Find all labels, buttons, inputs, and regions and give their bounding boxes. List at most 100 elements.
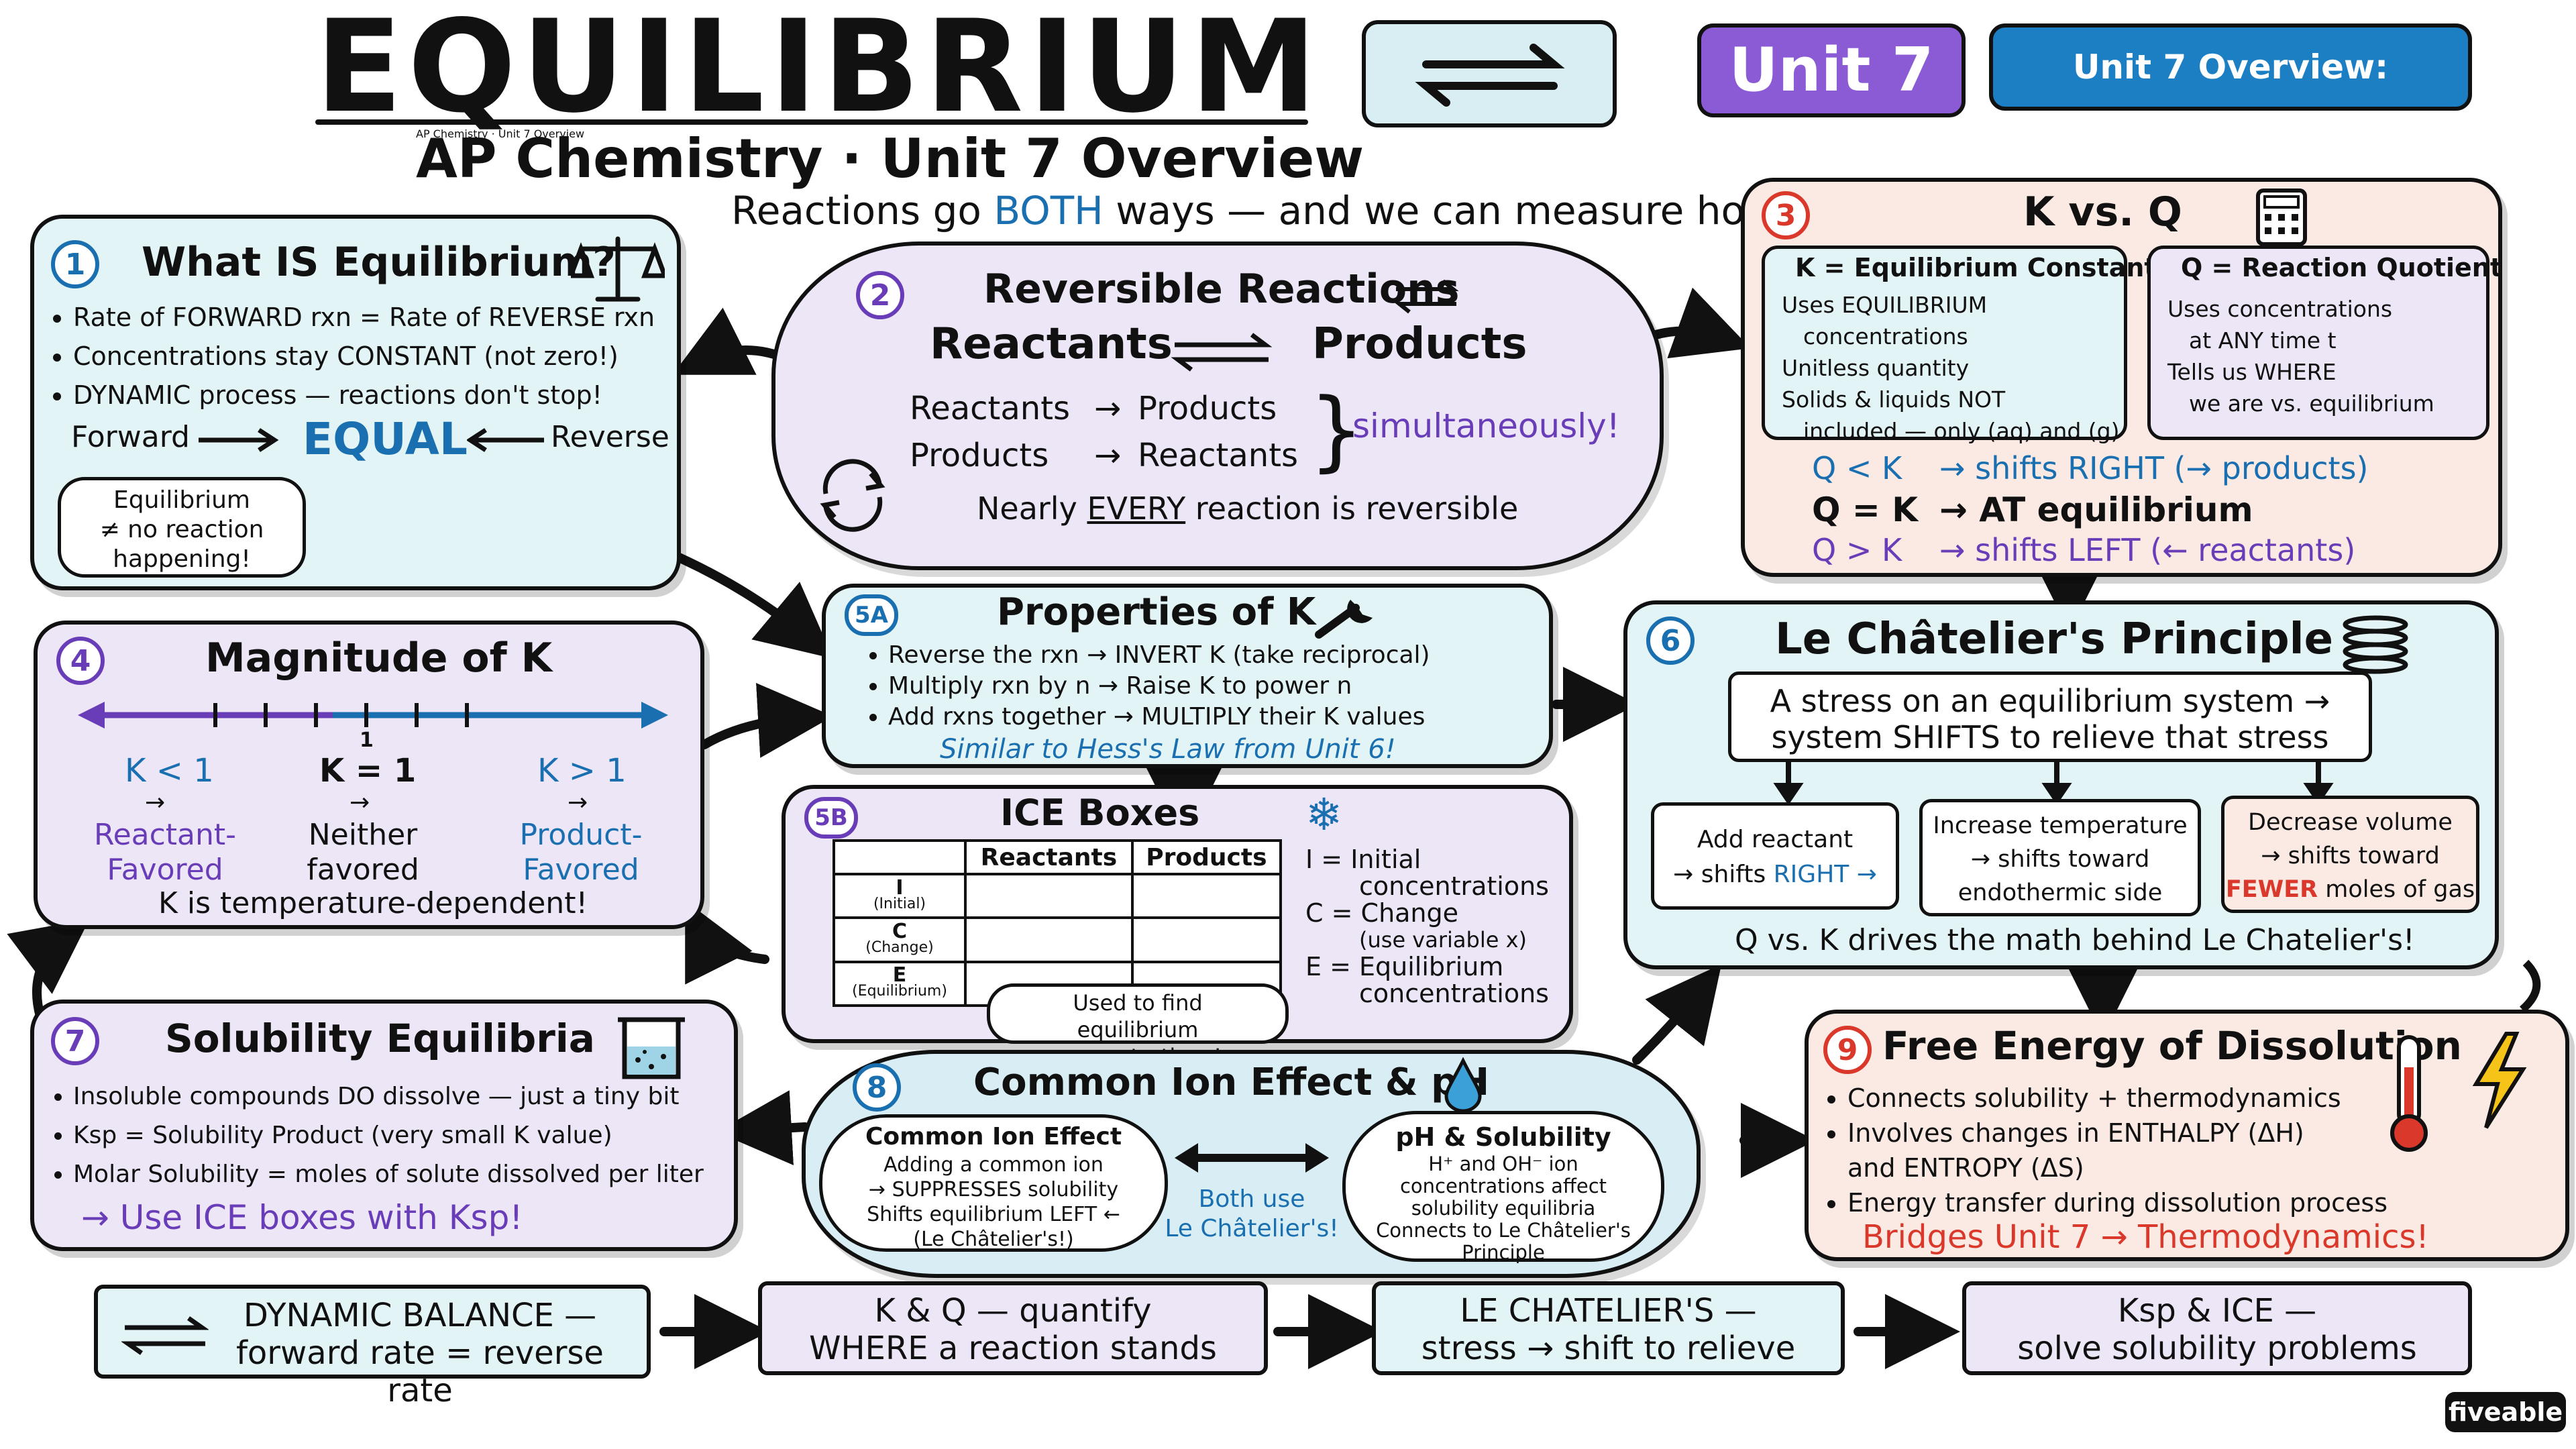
scale-icon	[571, 236, 665, 302]
bubble-line: Used to find	[1073, 990, 1203, 1016]
tagline: Reactions go BOTH ways — and we can meas…	[731, 188, 1851, 233]
stress-line: A stress on an equilibrium system →	[1770, 683, 2330, 719]
equilibrium-arrows-icon	[1415, 44, 1565, 107]
cycle-icon	[820, 459, 885, 532]
section-solubility-equilibria: 7 Solubility Equilibria Insoluble compou…	[30, 1000, 738, 1251]
note-post: reaction is reversible	[1195, 490, 1519, 527]
section-properties-of-k: 5A Properties of K Reverse the rxn → INV…	[822, 584, 1553, 768]
row-sublabel: (Initial)	[873, 895, 926, 912]
note-line: Both use	[1198, 1185, 1305, 1213]
rule-rhs: → shifts RIGHT (→ products)	[1939, 450, 2369, 486]
k-bullet: included — only (aq) and (g)	[1803, 418, 2120, 444]
k-bullet: Solids & liquids NOT	[1782, 386, 2006, 413]
footer-line: forward rate = reverse rate	[236, 1334, 604, 1409]
equal-label: EQUAL	[303, 413, 468, 465]
section-title: Magnitude of K	[205, 635, 553, 682]
product-favored: Product-Favored	[500, 818, 661, 888]
ice-speech-bubble: Used to find equilibrium concentrations!	[987, 983, 1289, 1069]
section-number: 9	[1823, 1026, 1872, 1074]
unit-badge: Unit 7	[1697, 23, 1966, 117]
legend-line: I = Initial	[1305, 845, 1421, 874]
arrow-4-to-5a	[700, 682, 833, 758]
desc-line: Neither	[308, 818, 418, 852]
tagline-post: ways — and we can measure how far.	[1116, 188, 1851, 233]
k-title: K = Equilibrium Constant	[1795, 253, 2157, 282]
footer-line: Ksp & ICE —	[2117, 1292, 2317, 1330]
section-number: 6	[1646, 616, 1695, 665]
case-line: endothermic side	[1957, 879, 2163, 906]
equilibrium-arrows-badge	[1362, 20, 1617, 127]
reverse-label: Reverse	[551, 420, 669, 454]
forward-products: Products	[1138, 390, 1277, 427]
section-number: 8	[853, 1063, 901, 1112]
desc-line: Reactant-	[93, 818, 237, 852]
bubble-line: Shifts equilibrium LEFT ←	[867, 1203, 1120, 1226]
k-definition-box: K = Equilibrium Constant Uses EQUILIBRIU…	[1762, 246, 2157, 444]
row-sublabel: (Equilibrium)	[852, 983, 947, 1000]
reversible-arrows-icon	[1393, 279, 1459, 314]
bullet: DYNAMIC process — reactions don't stop!	[73, 376, 655, 415]
section-reversible-reactions: 2 Reversible Reactions Reactants Product…	[771, 241, 1664, 570]
k-greater-than-one: K > 1	[537, 752, 627, 790]
k-equals-one: K = 1	[319, 752, 417, 790]
legend-line: concentrations	[1359, 871, 1549, 901]
bullet: Multiply rxn by n → Raise K to power n	[888, 671, 1430, 702]
case-line: → shifts	[1673, 861, 1766, 888]
footer-line: solve solubility problems	[2017, 1330, 2417, 1367]
hess-law-note: Similar to Hess's Law from Unit 6!	[940, 734, 1396, 765]
footer-k-and-q: K & Q — quantify WHERE a reaction stands	[758, 1281, 1268, 1375]
section-magnitude-of-k: 4 Magnitude of K 1 K < 1 K = 1 K > 1 → →…	[34, 621, 704, 929]
bubble-line: H⁺ and OH⁻ ion	[1428, 1152, 1578, 1175]
bullet: Connects solubility + thermodynamics	[1847, 1081, 2387, 1116]
legend-line: concentrations	[1359, 979, 1549, 1008]
section-number: 2	[856, 271, 904, 319]
bubble-line: → SUPPRESSES solubility	[868, 1178, 1119, 1201]
bubble-line: Adding a common ion	[883, 1153, 1104, 1177]
k-bullet: Uses EQUILIBRIUM	[1782, 292, 1988, 318]
reactants-label: Reactants	[930, 319, 1173, 369]
products-label: Products	[1312, 319, 1527, 369]
desc-line: favored	[307, 853, 419, 887]
section-free-energy-dissolution: 9 Free Energy of Dissolution Connects so…	[1805, 1010, 2569, 1261]
section-title: Properties of K	[997, 590, 1316, 634]
forward-label: Forward	[71, 420, 190, 454]
footer-le-chatelier: LE CHATELIER'S — stress → shift to relie…	[1372, 1281, 1845, 1375]
equilibrium-arrows-icon	[121, 1316, 209, 1355]
bullet: Add rxns together → MULTIPLY their K val…	[888, 702, 1430, 733]
stress-definition: A stress on an equilibrium system → syst…	[1728, 672, 2372, 762]
reverse-reactants: Reactants	[1138, 437, 1299, 474]
simultaneously-label: simultaneously!	[1352, 407, 1620, 445]
footer-line: LE CHATELIER'S —	[1460, 1292, 1757, 1330]
row-label: E	[892, 963, 907, 987]
lightning-icon	[2472, 1032, 2527, 1129]
page-subtitle: AP Chemistry · Unit 7 Overview	[416, 127, 585, 140]
bullet: Molar Solubility = moles of solute disso…	[73, 1155, 704, 1194]
section-ice-boxes: 5B ICE Boxes ❄ Reactants Products I(Init…	[782, 785, 1573, 1069]
arrow-1-to-5a	[673, 552, 834, 659]
q-bullet: at ANY time t	[2189, 327, 2337, 354]
tick-label: 1	[360, 729, 374, 752]
spring-icon	[2343, 615, 2408, 674]
reverse-products: Products	[910, 437, 1049, 474]
bullet: Energy transfer during dissolution proce…	[1847, 1185, 2387, 1220]
section-number: 5A	[845, 594, 898, 636]
thermodynamics-note: Bridges Unit 7 → Thermodynamics!	[1862, 1218, 2429, 1256]
rule-rhs: → shifts LEFT (← reactants)	[1939, 532, 2356, 568]
bubble-line: ≠ no reaction	[99, 516, 264, 543]
bubble-line: solubility equilibria	[1411, 1197, 1596, 1220]
footer-line: stress → shift to relieve	[1421, 1330, 1796, 1367]
bubble-line: happening!	[113, 545, 251, 573]
case-highlight: FEWER	[2225, 876, 2318, 903]
section-common-ion-effect: 8 Common Ion Effect & pH Common Ion Effe…	[802, 1050, 1701, 1278]
thermometer-icon	[2390, 1035, 2428, 1152]
bullet: Ksp = Solubility Product (very small K v…	[73, 1116, 704, 1155]
bullet: Involves changes in ENTHALPY (ΔH)	[1847, 1116, 2387, 1150]
left-arrow-icon	[467, 428, 544, 452]
bubble-line: concentrations affect	[1399, 1175, 1607, 1197]
arrow-5b-to-4	[685, 900, 769, 985]
q-bullet: we are vs. equilibrium	[2189, 390, 2434, 417]
section-title: What IS Equilibrium?	[142, 239, 616, 286]
case-line: Increase temperature	[1933, 812, 2188, 839]
col-header-reactants: Reactants	[964, 839, 1134, 875]
